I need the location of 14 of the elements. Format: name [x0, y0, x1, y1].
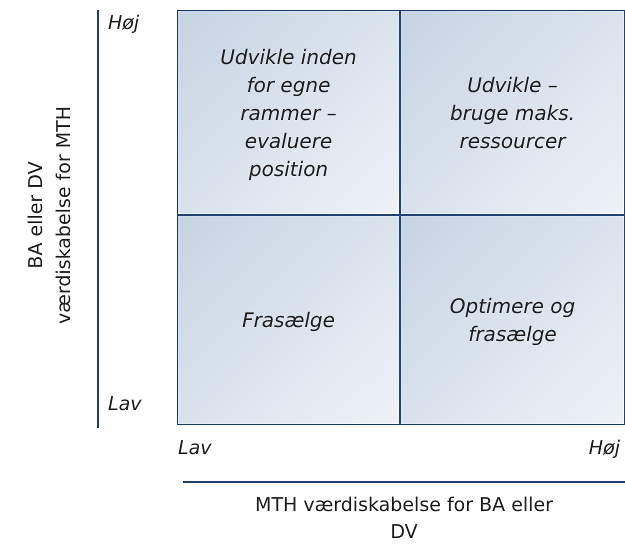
quadrant-text: Udvikle – bruge maks. ressourcer — [449, 72, 576, 154]
axis-tick-label: Høj — [588, 437, 620, 459]
axis-tick-label: Lav — [108, 393, 142, 415]
axis-title: MTH værdiskabelse for BA eller DV — [254, 493, 554, 545]
quadrant-text: Udvikle inden for egne rammer – evaluere position — [219, 44, 358, 182]
quadrant-panel — [400, 215, 625, 425]
axis-tick-label: Høj — [108, 12, 140, 34]
quadrant-text: Optimere og frasælge — [448, 293, 576, 348]
quadrant-panel — [177, 215, 400, 425]
axis-title: BA eller DV værdiskabelse for MTH — [24, 104, 76, 326]
quadrant-panel — [400, 10, 625, 215]
quadrant-panel — [177, 10, 400, 215]
quadrant-text: Frasælge — [242, 307, 335, 334]
axis-tick-label: Lav — [178, 437, 212, 459]
